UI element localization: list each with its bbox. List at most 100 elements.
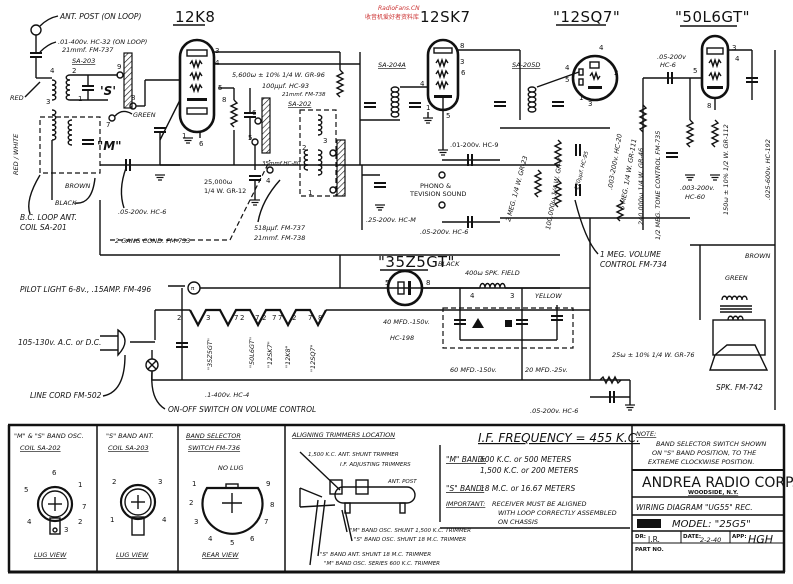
- antenna-section: ANT. POST (ON LOOP) .01-400v. HC-32 (ON …: [10, 12, 180, 232]
- out-c3-label: .025-600v. HC-192: [764, 139, 772, 200]
- cap-40mfd-label: 40 MFD.-150v.: [383, 318, 430, 326]
- important-label: IMPORTANT:: [446, 500, 485, 508]
- note-3: EXTREME CLOCKWISE POSITION.: [648, 458, 754, 466]
- align-item-5: "S" BAND ANT. SHUNT 18 M.C. TRIMMER: [320, 552, 431, 558]
- osc-c2-label: 21mmf. FM-738: [282, 92, 326, 98]
- det-r2-label: 100,000ω 1/4 W. GR-7: [544, 156, 565, 230]
- power-cap-label: .1-400v. HC-4: [205, 391, 249, 399]
- align-item-6: "M" BAND OSC. SERIES 600 K.C. TRIMMER: [324, 561, 440, 567]
- svg-text:1: 1: [192, 480, 196, 488]
- ac-input-label: 105-130v. A.C. or D.C.: [18, 338, 101, 347]
- approved-label: APP:: [732, 534, 747, 540]
- svg-text:2: 2: [78, 518, 82, 526]
- out-r1-label: 150ω ± 10% 1/2 W. GR-112: [722, 124, 730, 215]
- black-lead-label: BLACK: [438, 260, 460, 268]
- svg-text:6: 6: [250, 535, 255, 543]
- tube-50l6gt-label: "50L6GT": [675, 8, 750, 26]
- phono-label: PHONO &: [420, 182, 451, 190]
- vol-control-label-2: CONTROL FM-734: [600, 260, 667, 269]
- svg-text:4: 4: [470, 292, 475, 300]
- det-r4-label: 240,000ω 1/4 W. GR-46: [637, 148, 645, 225]
- align-item-2: ANT. POST: [387, 479, 417, 485]
- if-t2-label: SA-205D: [512, 61, 540, 69]
- svg-text:7: 7: [278, 314, 282, 322]
- svg-text:5: 5: [248, 134, 252, 142]
- no-lug-label: NO LUG: [218, 464, 243, 472]
- wiring-diagram-title: WIRING DIAGRAM "UG55" REC.: [636, 503, 753, 512]
- det-c1-label: 170μμf. HC-95: [574, 150, 590, 190]
- align-item-1: I.F. ADJUSTING TRIMMERS: [340, 462, 411, 468]
- note-label: NOTE:: [636, 430, 656, 438]
- tube-12k8-label: 12K8: [175, 8, 215, 26]
- if-c2-label: .25-200v. HC-M: [366, 216, 416, 224]
- svg-text:2: 2: [177, 314, 181, 322]
- m-band-2: 1,500 K.C. or 200 METERS: [480, 466, 579, 475]
- svg-text:6: 6: [252, 109, 257, 117]
- svg-text:7: 7: [272, 314, 276, 322]
- part-number-label: PART NO.: [635, 547, 664, 553]
- svg-text:2: 2: [72, 67, 76, 75]
- cap-60mfd-label: 60 MFD.-150v.: [450, 366, 497, 374]
- svg-text:8: 8: [318, 314, 322, 322]
- svg-text:8: 8: [131, 94, 135, 102]
- svg-text:7: 7: [82, 503, 86, 511]
- svg-text:3: 3: [215, 47, 219, 55]
- svg-text:2: 2: [292, 314, 296, 322]
- osc-c3-label: 35mmf HC-80: [262, 161, 301, 167]
- svg-text:3: 3: [46, 98, 50, 106]
- approved-signature: HGH: [748, 533, 773, 546]
- red-wire-label: RED: [10, 94, 24, 102]
- ant-coil-title: "S" BAND ANT.: [106, 432, 154, 440]
- det-c2-label: .003-200v. HC-20: [606, 133, 624, 190]
- heater-12k8: "12K8": [284, 345, 292, 368]
- svg-text:3: 3: [588, 100, 592, 108]
- drawn-by: J.R.: [647, 535, 660, 544]
- svg-text:8: 8: [222, 96, 226, 104]
- trim-21-label: 21mmf. FM-738: [254, 234, 305, 242]
- spk-green-label: GREEN: [725, 274, 748, 282]
- pilot-light-label: PILOT LIGHT 6-8v., .15AMP. FM-496: [20, 285, 151, 294]
- svg-text:6: 6: [199, 140, 204, 148]
- watermark: RadioFans.CN 收音机爱好者资料库: [365, 5, 420, 21]
- out-c2b-label: HC-60: [685, 193, 705, 201]
- svg-text:4: 4: [27, 518, 32, 526]
- svg-text:5: 5: [693, 67, 697, 75]
- osc-coil-title: "M" & "S" BAND OSC.: [14, 432, 84, 440]
- svg-text:3: 3: [323, 137, 327, 145]
- ant-lug-view: LUG VIEW: [116, 551, 149, 559]
- out-c1b-label: HC-6: [660, 61, 676, 69]
- green-wire-label: GREEN: [133, 111, 156, 119]
- company-name: ANDREA RADIO CORP.: [642, 475, 793, 491]
- line-cord-label: LINE CORD FM-502: [30, 391, 102, 400]
- out-c1-label: .05-200v: [657, 53, 686, 61]
- m-band-marker: "M": [97, 139, 121, 153]
- s-band-1: 18 M.C. or 16.67 METERS: [480, 484, 575, 493]
- heater-12sk7: "12SK7": [266, 341, 274, 368]
- company-city: WOODSIDE, N.Y.: [688, 490, 738, 496]
- coil-sa203-label: SA-203: [72, 57, 95, 65]
- osc-c1-label: 100μμf. HC-93: [262, 82, 309, 90]
- heater-35z5gt: "35Z5GT": [206, 338, 214, 370]
- note-1: BAND SELECTOR SWITCH SHOWN: [656, 440, 766, 448]
- oscillator-section: 5,600ω ± 10% 1/4 W. GR-96 100μμf. HC-93 …: [99, 51, 560, 256]
- svg-text:4: 4: [215, 59, 220, 67]
- svg-text:8: 8: [707, 102, 711, 110]
- svg-text:2: 2: [614, 69, 618, 77]
- note-2: ON "S" BAND POSITION, TO THE: [652, 449, 757, 457]
- hc198-label: HC-198: [390, 334, 414, 342]
- tone-control-label: 1/2 MEG. TONE CONTROL FM-735: [654, 131, 662, 240]
- panel-aligning-trimmers: ALIGNING TRIMMERS LOCATION 1,500 K.C. AN…: [291, 431, 471, 567]
- if-section: SA-204A .01-200v. HC-9 SA-205D PHONO & T…: [359, 49, 610, 236]
- svg-text:1: 1: [78, 481, 82, 489]
- svg-text:2: 2: [112, 478, 116, 486]
- svg-text:7: 7: [255, 314, 259, 322]
- gang-cond-label: 2 GANG COND. FM-733: [115, 237, 190, 245]
- field-label: 400ω SPK. FIELD: [465, 269, 520, 277]
- osc-lug-view: LUG VIEW: [34, 551, 67, 559]
- svg-text:1: 1: [579, 94, 583, 102]
- tube-12sq7-label: "12SQ7": [553, 8, 620, 26]
- if-c3-label: .05-200v. HC-6: [420, 228, 468, 236]
- svg-text:5: 5: [385, 279, 389, 287]
- tube-12sq7: "12SQ7" 4 4 5 2 1 3: [553, 8, 620, 108]
